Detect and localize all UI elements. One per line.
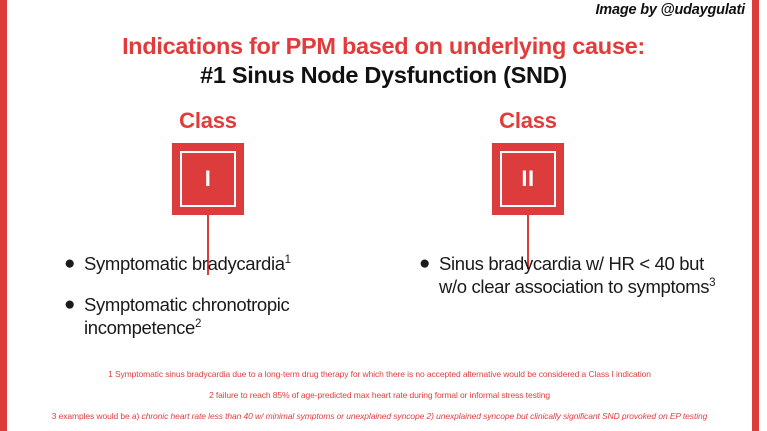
list-item: ● Sinus bradycardia w/ HR < 40 but w/o c… [413, 252, 733, 298]
left-accent-bar [0, 0, 7, 431]
title-line-primary: Indications for PPM based on underlying … [122, 33, 645, 59]
footnote-3-lead: 3 examples would be a) [51, 411, 142, 421]
class-label-2: Class [499, 108, 557, 133]
badge-connector-line-2 [527, 215, 529, 269]
footnote-3-italic: chronic heart rate less than 40 w/ minim… [141, 411, 708, 421]
list-item: ● Symptomatic bradycardia1 [58, 252, 388, 275]
footnote-block: 1 Symptomatic sinus bradycardia due to a… [7, 364, 752, 427]
footnote-3: 3 examples would be a) chronic heart rat… [7, 406, 752, 427]
bullet-dot-icon: ● [419, 253, 431, 274]
footnote-2-lead: 2 failure to reach 85% of age-predicted … [208, 390, 551, 400]
bullet-body: Symptomatic bradycardia [84, 253, 285, 274]
list-item: ● Symptomatic chronotropic incompetence2 [58, 293, 388, 339]
footnote-1: 1 Symptomatic sinus bradycardia due to a… [7, 364, 752, 385]
badge-connector-line-1 [207, 215, 209, 275]
class-numeral-2: II [521, 166, 535, 191]
class-badge-wrap-1: I [137, 134, 279, 279]
class-badge-inner-border-2: II [500, 151, 556, 207]
class-badge-2: II [492, 143, 564, 215]
bullet-text: Symptomatic chronotropic incompetence2 [84, 293, 388, 339]
title-line-secondary: #1 Sinus Node Dysfunction (SND) [200, 62, 567, 88]
bullet-body: Symptomatic chronotropic incompetence [84, 294, 290, 338]
bullet-footnote-ref: 2 [194, 317, 202, 330]
bullet-footnote-ref: 3 [709, 276, 716, 289]
bullet-footnote-ref: 1 [284, 253, 291, 266]
class-label-1: Class [179, 108, 237, 133]
footnote-2: 2 failure to reach 85% of age-predicted … [7, 385, 752, 406]
class-numeral-1: I [204, 166, 212, 191]
class-badge-1: I [172, 143, 244, 215]
page-title: Indications for PPM based on underlying … [0, 32, 767, 90]
class-column-2: Class II [457, 108, 599, 279]
right-accent-bar [752, 0, 759, 431]
bullet-list-class-2: ● Sinus bradycardia w/ HR < 40 but w/o c… [413, 252, 733, 316]
attribution-text: Image by @udaygulati [595, 2, 745, 18]
class-column-1: Class I [137, 108, 279, 279]
class-badge-inner-border-1: I [180, 151, 236, 207]
bullet-dot-icon: ● [64, 294, 76, 315]
footnote-1-lead: 1 Symptomatic sinus bradycardia due to a… [108, 369, 651, 379]
bullet-text: Sinus bradycardia w/ HR < 40 but w/o cle… [439, 252, 733, 298]
bullet-dot-icon: ● [64, 253, 76, 274]
bullet-list-class-1: ● Symptomatic bradycardia1 ● Symptomatic… [58, 252, 388, 357]
class-badge-wrap-2: II [457, 134, 599, 279]
bullet-body: Sinus bradycardia w/ HR < 40 but w/o cle… [439, 253, 710, 297]
bullet-text: Symptomatic bradycardia1 [84, 252, 388, 275]
